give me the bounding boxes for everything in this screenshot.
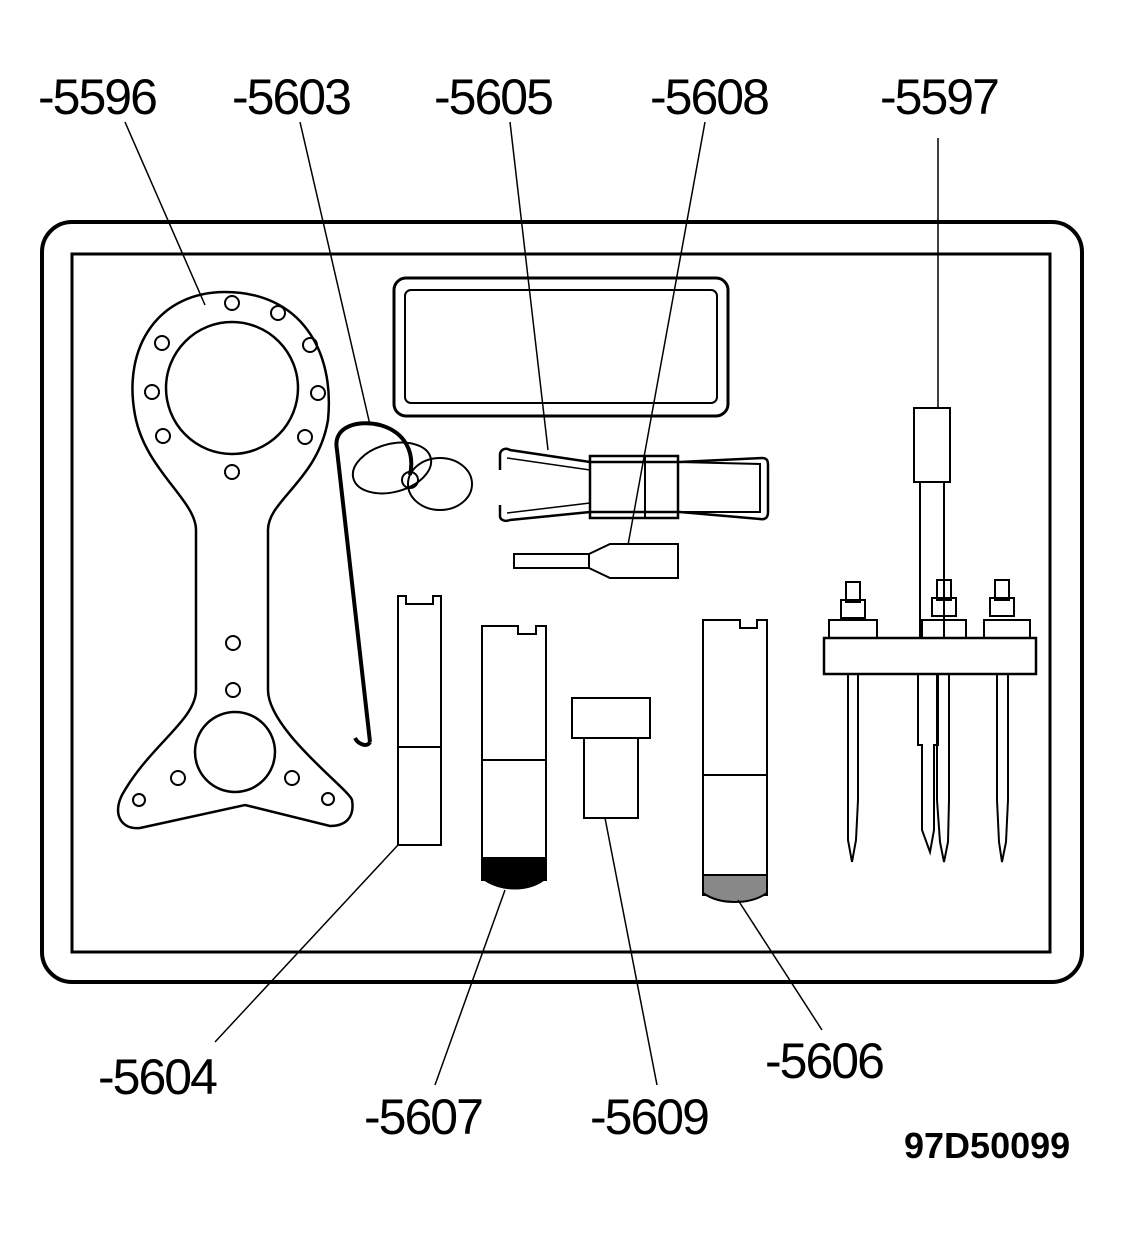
- tool-5609-adapter: [572, 698, 650, 818]
- callout-5607: -5607: [364, 1089, 484, 1145]
- callout-5609: -5609: [590, 1089, 710, 1145]
- leader-5608: [628, 122, 705, 545]
- callout-5605: -5605: [434, 69, 554, 125]
- leader-5609: [605, 818, 657, 1085]
- figure-reference-number: 97D50099: [904, 1125, 1071, 1166]
- tool-5596-wrench: [118, 292, 352, 828]
- leader-5596: [125, 122, 205, 305]
- callout-5606: -5606: [765, 1033, 885, 1089]
- tool-5603-hook: [336, 423, 472, 745]
- tool-5607-drift: [482, 626, 546, 889]
- case-label-window: [394, 278, 728, 416]
- tool-5604-bar: [398, 596, 441, 845]
- callout-5608: -5608: [650, 69, 770, 125]
- leader-5605: [510, 122, 548, 450]
- tool-5605-clip: [500, 449, 768, 521]
- tool-5597-puller: [824, 408, 1036, 862]
- callout-5596: -5596: [38, 69, 158, 125]
- callout-5604: -5604: [98, 1049, 218, 1105]
- tool-5606-drift: [703, 620, 767, 902]
- callout-5603: -5603: [232, 69, 352, 125]
- case-inner-frame: [72, 254, 1050, 952]
- callout-5597: -5597: [880, 69, 1000, 125]
- tool-5608-pin: [514, 544, 678, 578]
- leader-5607: [435, 890, 505, 1085]
- leader-5603: [300, 122, 370, 425]
- leader-5606: [738, 900, 822, 1030]
- case-outer-frame: [42, 222, 1082, 982]
- leader-5604: [215, 845, 398, 1042]
- leader-lines: [125, 122, 938, 1085]
